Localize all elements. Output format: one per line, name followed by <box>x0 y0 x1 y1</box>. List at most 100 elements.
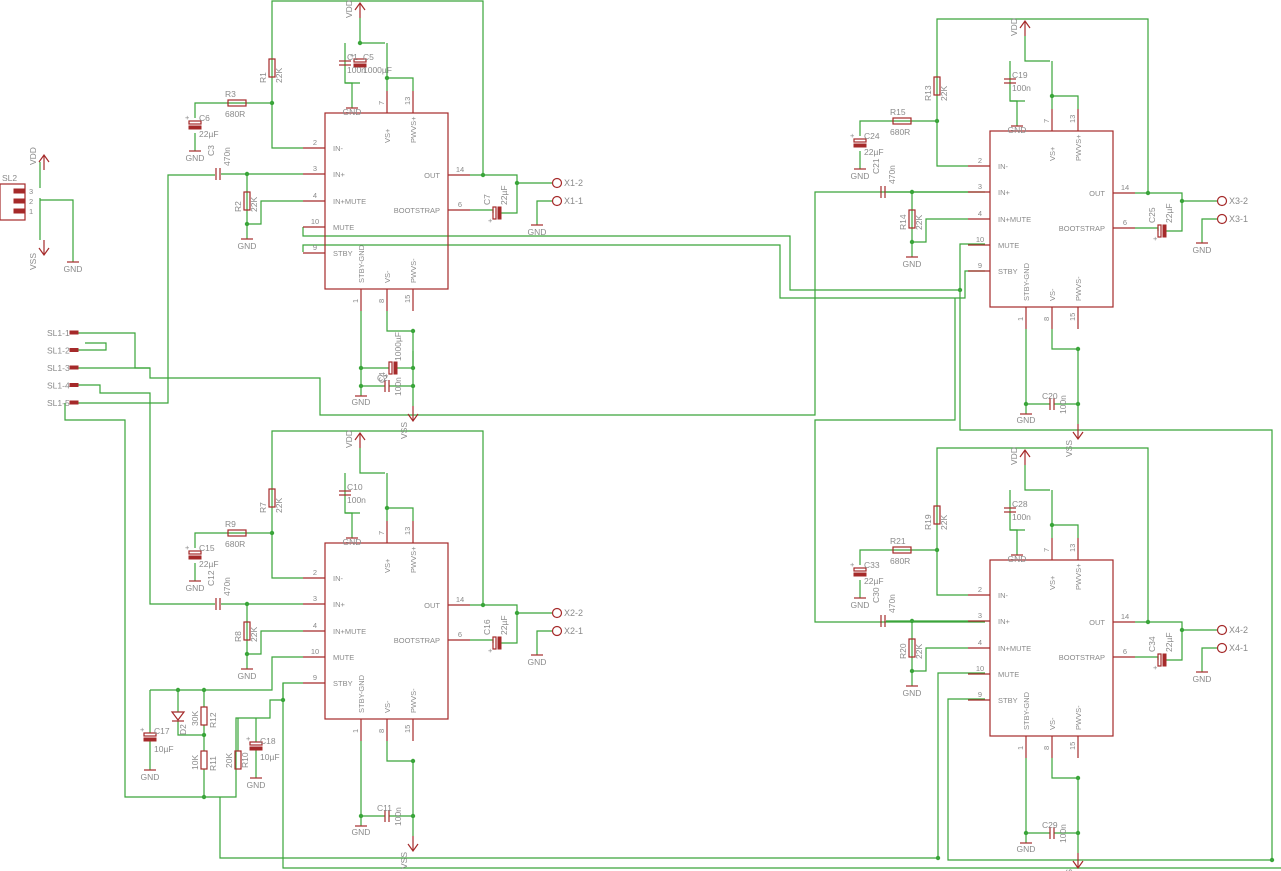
parts-layer <box>0 1 1228 870</box>
cap-name: C4 <box>377 372 387 383</box>
pin-name: STBY-GND <box>1022 262 1031 301</box>
pin-number: 10 <box>311 647 319 656</box>
pin-name: STBY-GND <box>1022 691 1031 730</box>
pin-name: VS- <box>1048 288 1057 301</box>
connector-pin <box>13 198 25 204</box>
mute-in-wire <box>912 218 968 243</box>
pin-name: IN+MUTE <box>333 197 366 206</box>
pin-number: 4 <box>978 638 982 647</box>
pin-number: 1 <box>1016 746 1025 750</box>
gnd-label: GND <box>1193 245 1212 255</box>
pin-number: 8 <box>1042 317 1051 321</box>
pin-number: 9 <box>313 243 317 252</box>
junction-dot <box>1023 401 1029 407</box>
pin-number: 15 <box>1068 313 1077 321</box>
mute-in-wire <box>912 647 968 672</box>
labels-layer: 2IN-3IN+4IN+MUTE10MUTE9STBY14OUT6BOOTSTR… <box>2 0 1248 871</box>
output-terminal-X2-1 <box>551 625 563 637</box>
pin-name: VS+ <box>1048 146 1057 161</box>
resistor-value: 22K <box>249 197 259 212</box>
pin-number: 8 <box>377 729 386 733</box>
cap-value: 22µF <box>499 615 509 635</box>
junction-dot <box>201 732 207 738</box>
cap-C4 <box>393 361 398 375</box>
resistor-name: R10 <box>240 752 250 768</box>
pin-number: 13 <box>403 527 412 535</box>
gnd-label: GND <box>528 657 547 667</box>
vdd-arrow <box>354 1 366 11</box>
gnd-wire <box>1010 100 1018 126</box>
connector-pin <box>69 365 79 370</box>
pin-number: 4 <box>313 191 317 200</box>
pin-name: IN+ <box>333 600 346 609</box>
resistor-value: 22K <box>249 627 259 642</box>
output-terminal-X1-1 <box>551 195 563 207</box>
polarity-mark: + <box>1153 234 1158 243</box>
cap-name: C2 <box>377 373 388 383</box>
cap-value: 22µF <box>499 185 509 205</box>
connector-pin <box>69 330 79 335</box>
vdd-arrow <box>1019 448 1031 458</box>
cap-value: 100n <box>393 807 403 826</box>
resistor-name: R1 <box>258 72 268 83</box>
junction-dot <box>1075 401 1081 407</box>
cap-name: C11 <box>377 803 392 813</box>
pin-name: BOOTSTRAP <box>1059 653 1105 662</box>
cap-C25 <box>1157 224 1162 238</box>
connector-pin <box>13 188 25 194</box>
connector-pin-label: SL1-1 <box>47 328 70 338</box>
connector-sl2 <box>0 183 26 221</box>
cap-value: 1000µF <box>363 65 392 75</box>
pin-name: VS- <box>1048 717 1057 730</box>
resistor-name: R21 <box>890 536 906 546</box>
junction-dot <box>357 40 363 46</box>
boot-wire <box>470 209 494 213</box>
vs-plus-wire <box>1051 95 1079 109</box>
gnd-label: GND <box>352 397 371 407</box>
sl2-gnd-wire <box>40 199 74 262</box>
pin-name: STBY <box>998 267 1018 276</box>
cap-name: C19 <box>1012 70 1028 80</box>
pin-name: VS- <box>383 270 392 283</box>
gnd-wire <box>345 82 353 108</box>
pin-name: IN- <box>998 162 1009 171</box>
resistor-value: 22K <box>274 68 284 83</box>
boot-wire <box>501 183 518 214</box>
gnd-label: GND <box>903 259 922 269</box>
stby-loop-wire <box>814 298 985 623</box>
pin-number: 9 <box>313 673 317 682</box>
cap-name: C18 <box>260 736 276 746</box>
cap-C34 <box>1162 653 1167 667</box>
gnd-label: GND <box>238 241 257 251</box>
cap-C18 <box>249 741 263 746</box>
cap-value: 100n <box>347 495 366 505</box>
polarity-mark: + <box>350 51 355 60</box>
connector-pin-label: SL1-3 <box>47 363 70 373</box>
stby-bus-wire <box>302 244 985 299</box>
feedback-wire <box>271 0 484 175</box>
junction-dot <box>934 118 940 124</box>
gnd-label: GND <box>343 537 362 547</box>
gnd-wire <box>345 512 353 538</box>
output-label: X2-1 <box>564 626 583 636</box>
mute4-wire <box>937 672 985 858</box>
bottom-bus-wire <box>282 683 1281 869</box>
vss-label: VSS <box>399 852 409 869</box>
mute-in-wire <box>247 630 303 655</box>
pin-name: PWVS+ <box>1074 134 1083 161</box>
decoupling-wire <box>1009 61 1025 102</box>
polarity-mark: + <box>488 646 493 655</box>
pin-number: 10 <box>976 235 984 244</box>
gnd-label: GND <box>1193 674 1212 684</box>
resistor-R7 <box>268 488 276 508</box>
resistor-R2 <box>243 191 251 211</box>
vs-plus-wire <box>1051 524 1079 538</box>
resistor-name: R11 <box>208 756 218 771</box>
cap-name: C15 <box>199 543 215 553</box>
cap-name: C24 <box>864 131 880 141</box>
cap-name: C16 <box>482 619 492 635</box>
cap-C15 <box>188 550 202 555</box>
pin-name: STBY-GND <box>357 674 366 713</box>
pin-name: PWVS+ <box>1074 563 1083 590</box>
pin-number: 10 <box>976 664 984 673</box>
